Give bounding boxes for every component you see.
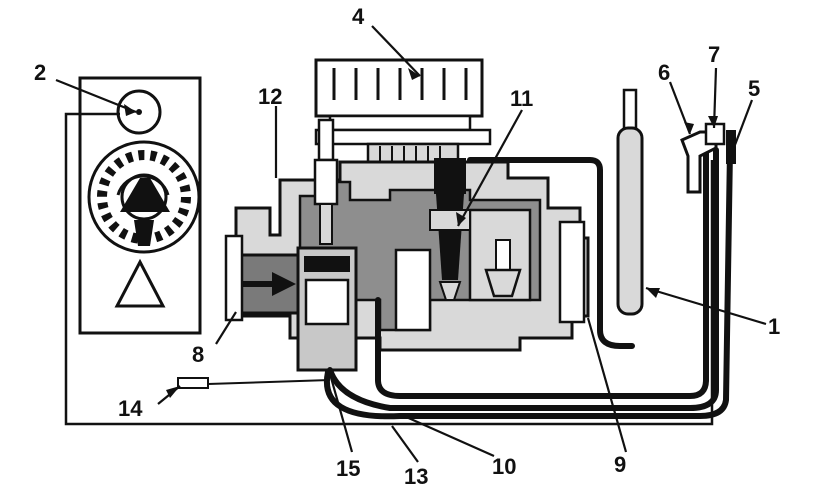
valve-body bbox=[224, 160, 590, 352]
callout-12: 12 bbox=[258, 84, 282, 109]
warning-triangle-icon bbox=[114, 258, 166, 308]
callout-11: 11 bbox=[510, 86, 533, 111]
temperature-knob bbox=[87, 140, 201, 254]
thermocouple-probe bbox=[616, 88, 644, 316]
callout-8: 8 bbox=[192, 342, 204, 367]
callout-15: 15 bbox=[336, 456, 360, 481]
leader-arrowheads bbox=[124, 68, 736, 398]
callout-14: 14 bbox=[118, 396, 143, 421]
regulator-cap bbox=[314, 58, 492, 164]
callout-7: 7 bbox=[708, 42, 720, 67]
valve-stem bbox=[313, 118, 339, 245]
control-panel bbox=[78, 76, 202, 335]
callout-10: 10 bbox=[492, 454, 516, 479]
callout-13: 13 bbox=[404, 464, 428, 489]
callout-9: 9 bbox=[614, 452, 626, 477]
callout-1: 1 bbox=[768, 314, 780, 339]
pressure-regulator bbox=[484, 239, 522, 298]
temperature-sensor bbox=[177, 377, 331, 389]
solenoid bbox=[296, 246, 358, 372]
callout-5: 5 bbox=[748, 76, 760, 101]
leader-lines bbox=[55, 25, 767, 463]
callout-6: 6 bbox=[658, 60, 670, 85]
callouts: 2 4 12 11 6 7 5 1 8 9 10 13 14 15 bbox=[34, 4, 780, 489]
gas-tubes bbox=[323, 147, 733, 420]
callout-4: 4 bbox=[352, 4, 365, 29]
callout-2: 2 bbox=[34, 60, 46, 85]
